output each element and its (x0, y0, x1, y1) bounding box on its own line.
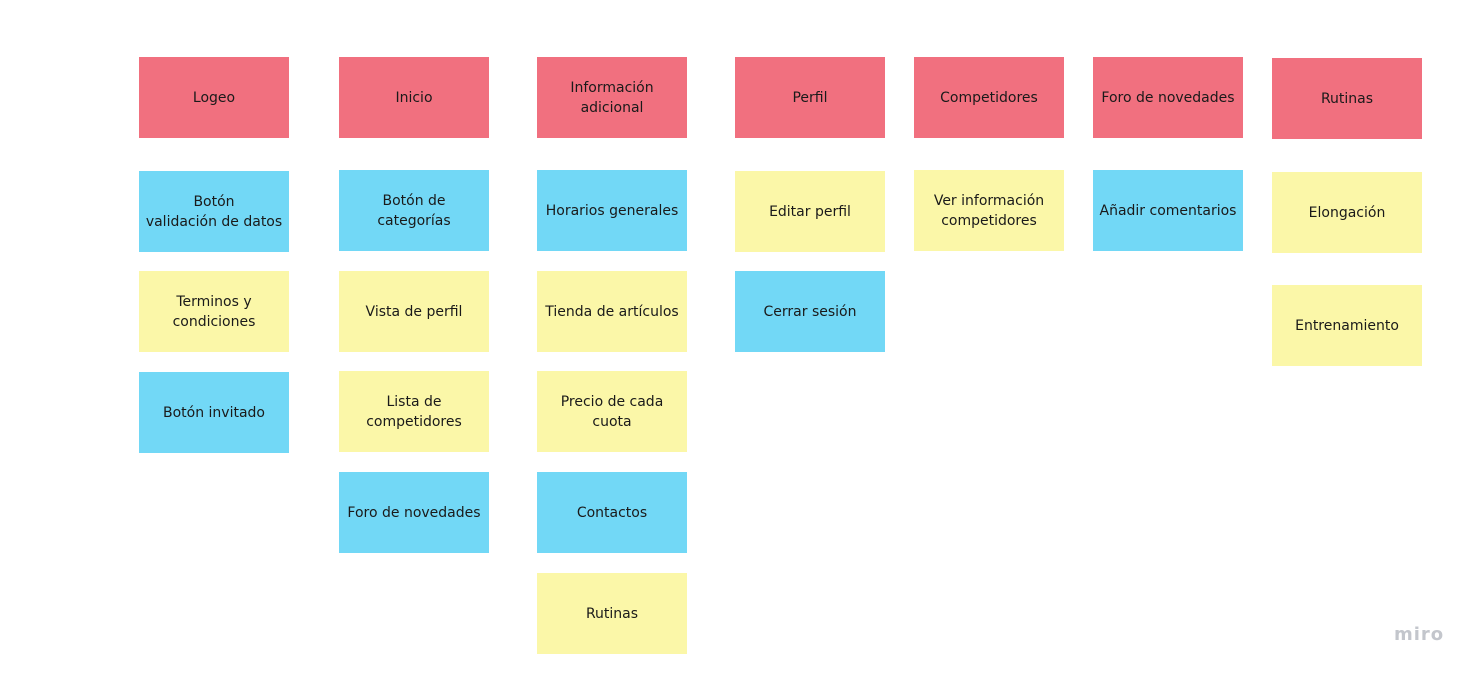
sticky-note-header[interactable]: Perfil (735, 57, 885, 138)
sticky-note-header[interactable]: Información adicional (537, 57, 687, 138)
sticky-note[interactable]: Editar perfil (735, 171, 885, 252)
sticky-note[interactable]: Entrenamiento (1272, 285, 1422, 366)
miro-watermark: miro (1394, 624, 1445, 645)
sticky-note[interactable]: Vista de perfil (339, 271, 489, 352)
sticky-note[interactable]: Horarios generales (537, 170, 687, 251)
sticky-note-header[interactable]: Rutinas (1272, 58, 1422, 139)
sticky-note-header[interactable]: Foro de novedades (1093, 57, 1243, 138)
sticky-note[interactable]: Precio de cada cuota (537, 371, 687, 452)
sticky-note[interactable]: Contactos (537, 472, 687, 553)
sticky-note[interactable]: Botón invitado (139, 372, 289, 453)
sticky-note[interactable]: Terminos y condiciones (139, 271, 289, 352)
sticky-note-header[interactable]: Competidores (914, 57, 1064, 138)
sticky-note[interactable]: Ver información competidores (914, 170, 1064, 251)
sticky-note[interactable]: Tienda de artículos (537, 271, 687, 352)
sticky-note-header[interactable]: Logeo (139, 57, 289, 138)
sticky-note-header[interactable]: Inicio (339, 57, 489, 138)
sticky-note[interactable]: Rutinas (537, 573, 687, 654)
sticky-note[interactable]: Añadir comentarios (1093, 170, 1243, 251)
sticky-note[interactable]: Lista de competidores (339, 371, 489, 452)
sticky-note[interactable]: Botón de categorías (339, 170, 489, 251)
sticky-note[interactable]: Elongación (1272, 172, 1422, 253)
sticky-note[interactable]: Foro de novedades (339, 472, 489, 553)
sticky-note[interactable]: Cerrar sesión (735, 271, 885, 352)
sticky-note[interactable]: Botón validación de datos (139, 171, 289, 252)
